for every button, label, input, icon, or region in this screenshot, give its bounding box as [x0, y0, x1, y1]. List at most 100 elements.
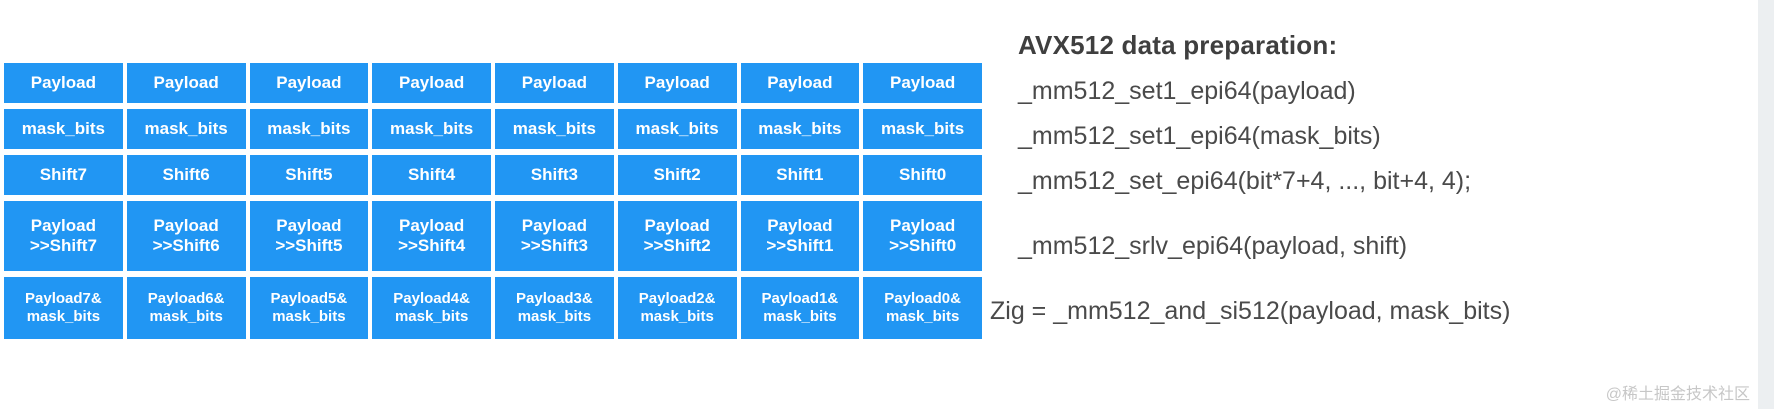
- cell-line: Shift0: [899, 164, 947, 184]
- cell-line: mask_bits: [881, 118, 965, 138]
- cell-line: Payload: [399, 215, 465, 235]
- grid-cell: Payload0& mask_bits: [863, 277, 982, 339]
- cell-line: Payload: [153, 215, 219, 235]
- notes-title: AVX512 data preparation:: [1018, 30, 1338, 60]
- cell-line: Payload1&: [761, 290, 839, 308]
- grid-cell: Shift1: [740, 155, 860, 195]
- grid-cell: mask_bits: [863, 109, 982, 149]
- grid-cell: Payload1& mask_bits: [740, 277, 860, 339]
- cell-line: mask_bits: [390, 118, 474, 138]
- cell-line: Payload7&: [25, 290, 102, 308]
- cell-line: Shift4: [408, 164, 456, 184]
- cell-line: Payload: [30, 215, 96, 235]
- cell-line: mask_bits: [149, 308, 223, 325]
- cell-line: mask_bits: [635, 118, 719, 138]
- cell-line: Payload0&: [884, 290, 961, 308]
- cell-line: Payload6&: [147, 290, 225, 308]
- cell-line: mask_bits: [885, 308, 960, 325]
- cell-line: >>Shift1: [766, 236, 834, 255]
- cell-line: Shift2: [653, 164, 701, 184]
- cell-line: Shift1: [776, 164, 824, 184]
- grid-row-shift: Shift7 Shift6 Shift5 Shift4 Shift3 Shift…: [4, 155, 982, 195]
- code-line-set-epi64-shift: _mm512_set_epi64(bit*7+4, ..., bit+4, 4)…: [1018, 167, 1472, 195]
- cell-line: mask_bits: [394, 308, 469, 325]
- grid-cell: mask_bits: [249, 109, 369, 149]
- cell-line: Payload: [153, 72, 219, 92]
- cell-line: Payload: [276, 72, 342, 92]
- avx512-lane-grid: Payload Payload Payload Payload Payload …: [4, 63, 982, 345]
- cell-line: Payload: [767, 215, 833, 235]
- grid-cell: Shift5: [249, 155, 369, 195]
- cell-line: Payload4&: [393, 290, 470, 308]
- grid-cell: Shift6: [126, 155, 246, 195]
- cell-line: Payload: [399, 72, 465, 92]
- grid-cell: Payload >>Shift0: [863, 201, 982, 271]
- grid-row-payload-shifted: Payload >>Shift7 Payload >>Shift6 Payloa…: [4, 201, 982, 271]
- cell-line: mask_bits: [272, 308, 346, 325]
- right-edge-gutter: [1758, 0, 1774, 414]
- grid-cell: Payload2& mask_bits: [617, 277, 737, 339]
- cell-line: Payload3&: [516, 290, 593, 308]
- code-line-set1-payload: _mm512_set1_epi64(payload): [1018, 77, 1356, 105]
- grid-cell: Shift2: [617, 155, 737, 195]
- code-line-set1-mask-bits: _mm512_set1_epi64(mask_bits): [1018, 122, 1381, 150]
- grid-cell: Payload: [249, 63, 369, 103]
- grid-cell: Shift0: [863, 155, 982, 195]
- code-line-srlv: _mm512_srlv_epi64(payload, shift): [1018, 232, 1408, 260]
- cell-line: >>Shift4: [398, 236, 466, 255]
- cell-line: mask_bits: [758, 118, 842, 138]
- cell-line: Payload: [30, 72, 96, 92]
- grid-cell: Payload >>Shift4: [372, 201, 491, 271]
- grid-cell: Payload: [4, 63, 123, 103]
- grid-cell: Payload6& mask_bits: [126, 277, 246, 339]
- grid-cell: mask_bits: [740, 109, 860, 149]
- cell-line: >>Shift2: [643, 236, 711, 255]
- grid-cell: mask_bits: [495, 109, 614, 149]
- cell-line: >>Shift0: [889, 236, 957, 255]
- grid-cell: Payload >>Shift1: [740, 201, 860, 271]
- grid-cell: Payload >>Shift6: [126, 201, 246, 271]
- grid-cell: Payload3& mask_bits: [495, 277, 614, 339]
- avx512-notes-panel: AVX512 data preparation: _mm512_set1_epi…: [990, 18, 1774, 326]
- grid-cell: Payload: [372, 63, 491, 103]
- grid-cell: Payload4& mask_bits: [372, 277, 491, 339]
- cell-line: Payload5&: [270, 290, 348, 308]
- grid-cell: mask_bits: [372, 109, 491, 149]
- cell-line: Payload2&: [638, 290, 716, 308]
- cell-line: Payload: [644, 72, 710, 92]
- cell-line: mask_bits: [512, 118, 596, 138]
- grid-cell: Shift7: [4, 155, 123, 195]
- cell-line: Shift7: [39, 164, 87, 184]
- grid-cell: Payload >>Shift2: [617, 201, 737, 271]
- site-watermark: @稀土掘金技术社区: [1605, 386, 1750, 403]
- cell-line: Payload: [521, 72, 587, 92]
- grid-cell: mask_bits: [4, 109, 123, 149]
- grid-cell: Payload: [495, 63, 614, 103]
- grid-row-payload: Payload Payload Payload Payload Payload …: [4, 63, 982, 103]
- cell-line: Shift3: [530, 164, 578, 184]
- cell-line: >>Shift7: [29, 236, 97, 255]
- grid-cell: Payload7& mask_bits: [4, 277, 123, 339]
- grid-cell: Payload5& mask_bits: [249, 277, 369, 339]
- cell-line: mask_bits: [144, 118, 228, 138]
- cell-line: Payload: [644, 215, 710, 235]
- cell-line: Payload: [276, 215, 342, 235]
- cell-line: Shift5: [285, 164, 333, 184]
- grid-cell: mask_bits: [126, 109, 246, 149]
- cell-line: mask_bits: [763, 308, 837, 325]
- grid-cell: Payload >>Shift7: [4, 201, 123, 271]
- grid-cell: Payload >>Shift5: [249, 201, 369, 271]
- cell-line: Payload: [521, 215, 587, 235]
- cell-line: mask_bits: [21, 118, 105, 138]
- bottom-edge-strip: [0, 409, 1774, 414]
- grid-cell: Payload: [126, 63, 246, 103]
- cell-line: mask_bits: [517, 308, 592, 325]
- cell-line: Shift6: [162, 164, 210, 184]
- cell-line: >>Shift6: [152, 236, 220, 255]
- cell-line: Payload: [890, 72, 956, 92]
- grid-cell: Payload >>Shift3: [495, 201, 614, 271]
- cell-line: >>Shift3: [520, 236, 588, 255]
- grid-cell: mask_bits: [617, 109, 737, 149]
- grid-row-mask-bits: mask_bits mask_bits mask_bits mask_bits …: [4, 109, 982, 149]
